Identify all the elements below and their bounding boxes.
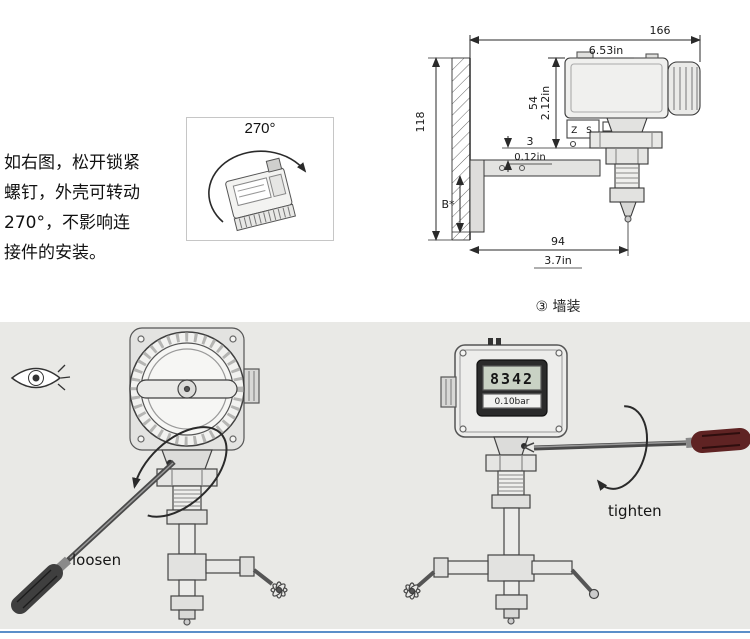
rotation-angle-label: 270° — [244, 120, 276, 137]
bottom-section: loosen — [0, 322, 750, 629]
wall-mount-drawing: Z S — [414, 24, 701, 269]
intro-line: 如右图，松开锁紧 — [4, 153, 140, 173]
handwheel — [403, 582, 421, 600]
transmitter-mini-illustration — [225, 157, 297, 232]
transmitter-side-view — [564, 51, 701, 223]
rotation-270-illustration — [208, 150, 307, 232]
rotation-arrow-tighten-icon — [596, 405, 649, 491]
display-unit: 0.10bar — [495, 397, 530, 407]
transmitter-front-view — [129, 327, 288, 626]
cover-ridge-ring — [130, 332, 244, 446]
mounting-bracket — [469, 159, 601, 233]
dim-gap-in: 0.12in — [514, 152, 545, 163]
screwdriver-left — [11, 460, 176, 614]
terminal-label: Z S — [571, 126, 595, 136]
intro-text: 如右图，松开锁紧 螺钉，外壳可转动 270°，不影响连 接件的安装。 — [4, 148, 182, 268]
loosen-tighten-illustration: loosen — [10, 327, 750, 626]
wall-hatch — [451, 57, 471, 241]
rotation-diagram-box: 270° — [186, 117, 334, 241]
handwheel — [270, 581, 288, 599]
rotation-arc-arrow-icon — [208, 150, 307, 223]
transmitter-display-view — [403, 338, 600, 625]
dim-bracket-label: B* — [441, 198, 455, 211]
rotation-arrow-loosen-icon — [132, 426, 228, 518]
dim-gap-mm: 3 — [527, 135, 534, 148]
dim-width-mm: 166 — [650, 24, 671, 37]
eye-icon — [10, 364, 71, 391]
dim-width-in: 6.53in — [589, 44, 624, 57]
intro-line: 270°，不影响连 — [4, 213, 130, 233]
intro-line: 接件的安装。 — [4, 243, 106, 263]
conduit-port — [243, 368, 260, 404]
lcd-screen — [482, 365, 542, 391]
tighten-label: tighten — [608, 502, 662, 520]
intro-line: 螺钉，外壳可转动 — [4, 183, 140, 203]
display-value: 8342 — [490, 370, 534, 388]
footer-accent-line — [0, 631, 750, 633]
screwdriver-right — [523, 428, 750, 453]
dim-height-mm: 118 — [414, 112, 427, 133]
dimension-lines — [428, 35, 701, 269]
dim-offset-in: 2.12in — [539, 86, 552, 121]
dim-depth-in: 3.7in — [544, 254, 572, 267]
wall-mount-caption: ③ 墙装 — [535, 299, 581, 315]
conduit-port — [440, 376, 457, 408]
dim-offset-mm: 54 — [527, 96, 540, 110]
dim-depth-mm: 94 — [551, 235, 565, 248]
loosen-label: loosen — [72, 551, 121, 569]
